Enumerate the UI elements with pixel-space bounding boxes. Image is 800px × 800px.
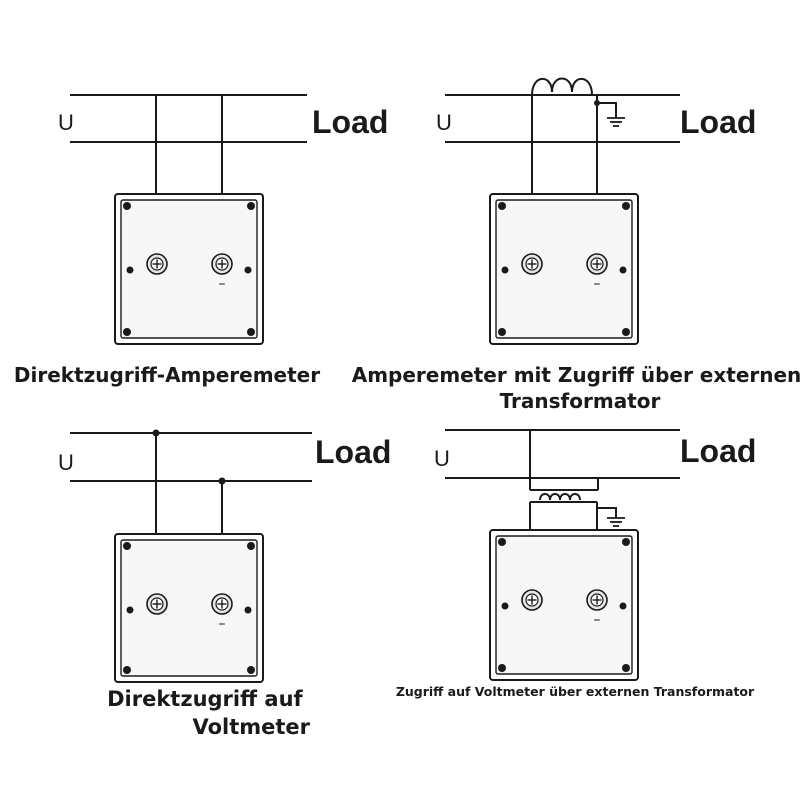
mounting-screw-icon (619, 266, 627, 274)
mounting-screw-icon (622, 202, 630, 210)
panel-ammeter-external-transformer: U Load – Amperemeter mit Zugriff über ex… (352, 77, 800, 413)
mounting-screw-icon (247, 542, 255, 550)
mounting-screw-icon (244, 266, 252, 274)
panel-voltmeter-external-transformer: U Load – Zugriff auf Voltmeter über exte… (396, 429, 756, 699)
meter-body: – (114, 193, 264, 345)
mounting-screw-icon (123, 328, 131, 336)
mounting-screw-icon (247, 328, 255, 336)
meter-face (120, 539, 258, 677)
mounting-screw-icon (622, 328, 630, 336)
mounting-screw-icon (123, 202, 131, 210)
voltage-label: U (58, 450, 74, 475)
voltage-label: U (436, 110, 452, 135)
caption-line-1: Direktzugriff auf (107, 687, 303, 711)
mounting-screw-icon (123, 666, 131, 674)
mounting-screw-icon (501, 602, 509, 610)
screw-terminal-icon (211, 253, 233, 275)
terminal-minus-label: – (219, 616, 226, 632)
terminal-minus-label: – (594, 612, 601, 628)
mounting-screw-icon (619, 602, 627, 610)
load-label: Load (312, 104, 388, 140)
caption-line-2: Voltmeter (192, 715, 310, 739)
mounting-screw-icon (247, 666, 255, 674)
ground-wire (597, 507, 617, 518)
load-label: Load (315, 434, 391, 470)
mounting-screw-icon (126, 606, 134, 614)
load-label: Load (680, 104, 756, 140)
screw-terminal-icon (521, 253, 543, 275)
mounting-screw-icon (244, 606, 252, 614)
mounting-screw-icon (126, 266, 134, 274)
mounting-screw-icon (498, 538, 506, 546)
mounting-screw-icon (622, 538, 630, 546)
mounting-screw-icon (622, 664, 630, 672)
meter-face (495, 199, 633, 339)
mounting-screw-icon (123, 542, 131, 550)
screw-terminal-icon (586, 589, 608, 611)
panel-caption: Zugriff auf Voltmeter über externen Tran… (396, 684, 755, 699)
mounting-screw-icon (247, 202, 255, 210)
transformer-coil-icon (530, 489, 598, 501)
panel-caption: Direktzugriff auf Voltmeter (107, 687, 311, 739)
caption-line-2: Transformator (500, 389, 661, 413)
meter-face (495, 535, 633, 675)
screw-terminal-icon (586, 253, 608, 275)
screw-terminal-icon (521, 589, 543, 611)
voltage-label: U (434, 446, 450, 471)
panel-caption: Amperemeter mit Zugriff über externen Tr… (352, 363, 800, 413)
panel-direct-voltmeter: U Load – Direktzugriff auf Voltmeter (58, 429, 391, 739)
screw-terminal-icon (211, 593, 233, 615)
mounting-screw-icon (498, 664, 506, 672)
caption-line-1: Zugriff auf Voltmeter über externen Tran… (396, 684, 755, 699)
caption-line-1: Amperemeter mit Zugriff über externen (352, 363, 800, 387)
panel-direct-ammeter: U Load – Direktzugriff-Amperemeter (14, 94, 388, 387)
mounting-screw-icon (498, 202, 506, 210)
meter-body: – (489, 193, 639, 345)
caption-line-1: Direktzugriff-Amperemeter (14, 363, 320, 387)
load-label: Load (680, 433, 756, 469)
terminal-minus-label: – (219, 276, 226, 292)
screw-terminal-icon (146, 593, 168, 615)
meter-face (120, 199, 258, 339)
ground-icon (607, 117, 625, 127)
ground-icon (607, 517, 625, 527)
transformer-coil-icon (531, 77, 593, 96)
ground-wire (597, 102, 617, 118)
voltage-label: U (58, 110, 74, 135)
meter-body: – (489, 529, 639, 681)
terminal-minus-label: – (594, 276, 601, 292)
mounting-screw-icon (501, 266, 509, 274)
meter-body: – (114, 533, 264, 683)
panel-caption: Direktzugriff-Amperemeter (14, 363, 320, 387)
screw-terminal-icon (146, 253, 168, 275)
mounting-screw-icon (498, 328, 506, 336)
